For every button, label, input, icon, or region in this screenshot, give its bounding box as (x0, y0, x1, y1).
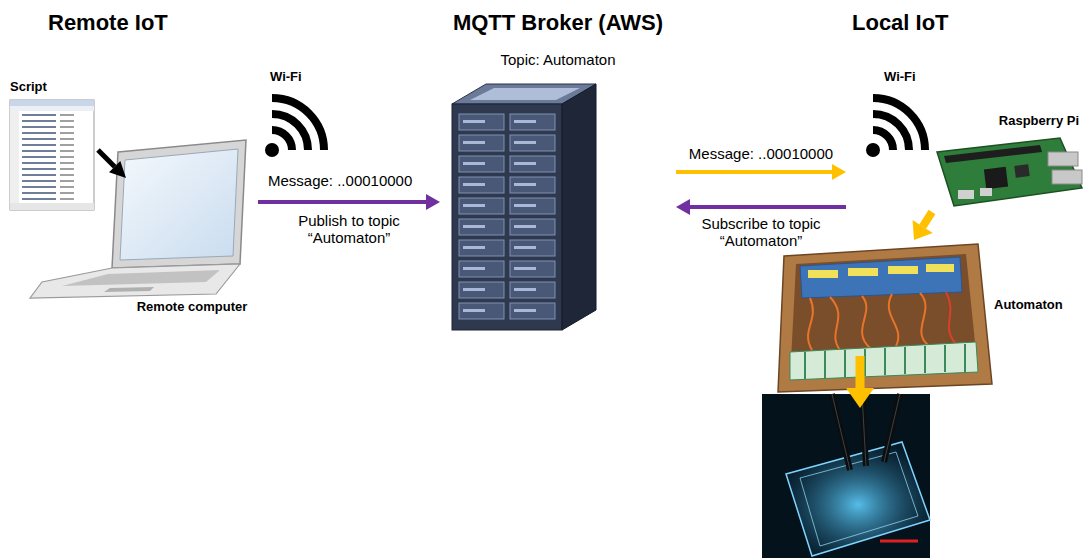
edge-label: Subscribe to topic “Automaton” (676, 215, 846, 250)
wifi-symbol (873, 130, 893, 150)
automaton-illustration (805, 344, 965, 379)
wifi-symbol (866, 143, 880, 157)
microfluidic-chip-photo (762, 394, 930, 558)
node-sublabel: Topic: Automaton (500, 51, 615, 68)
automaton-illustration (848, 268, 878, 276)
node-label: Raspberry Pi (999, 114, 1079, 129)
section-title: Remote IoT (48, 10, 168, 35)
node-label: Script (10, 80, 47, 95)
automaton-illustration (889, 294, 899, 346)
raspberry-pi-board (1052, 170, 1082, 184)
automaton-illustration (888, 266, 918, 274)
server-illustration (452, 104, 562, 330)
node-label: Automaton (994, 298, 1063, 313)
laptop-illustration (104, 287, 154, 292)
message-label: Message: ..00010000 (268, 172, 412, 189)
script-screenshot (22, 114, 92, 200)
automaton-illustration (790, 254, 978, 380)
microfluidic-chip-photo (832, 394, 900, 470)
message-arrow (676, 170, 832, 174)
computer-node: Remote computer (126, 140, 258, 320)
microfluidic-chip-photo (786, 442, 930, 556)
edge-label: Message: ..00010000 (666, 145, 856, 162)
raspberry-pi-node: Raspberry Pi (846, 108, 1083, 212)
section-title: Local IoT (852, 10, 949, 35)
wifi-symbol (265, 98, 324, 157)
wifi-label: Wi-Fi (884, 70, 916, 85)
microfluidic-chip-photo (832, 394, 900, 470)
wifi-symbol (272, 98, 324, 150)
automaton-illustration (808, 270, 838, 278)
control-arrow (923, 212, 932, 227)
microfluidic-chip-photo (762, 394, 930, 558)
yellow-arrow (846, 356, 874, 408)
automaton-illustration (778, 244, 992, 392)
wifi-symbol (265, 143, 279, 157)
script-node: Script (6, 80, 98, 216)
automaton-illustration (862, 296, 870, 348)
laptop-illustration (112, 140, 246, 268)
wifi-symbol (873, 98, 925, 150)
raspberry-pi-board (984, 167, 1008, 190)
laptop-illustration (62, 270, 220, 286)
server-illustration (562, 84, 596, 330)
raspberry-pi-board (1048, 152, 1078, 166)
wifi-label: Wi-Fi (270, 70, 302, 85)
automaton-node: Automaton (776, 240, 1076, 392)
wifi-symbol (272, 130, 292, 150)
script-screenshot (10, 100, 94, 210)
server-illustration (452, 112, 562, 322)
script-arrow (98, 150, 115, 167)
automaton-illustration (808, 298, 813, 350)
automaton-illustration (800, 257, 962, 298)
script-screenshot (10, 111, 19, 203)
laptop-illustration (30, 140, 246, 298)
automaton-illustration (790, 342, 978, 380)
automaton-illustration (778, 244, 992, 392)
automaton-illustration (920, 293, 928, 345)
automaton-illustration (830, 297, 840, 350)
publish-arrow (258, 200, 426, 204)
script-screenshot (10, 106, 94, 111)
script-screenshot (10, 203, 94, 210)
microfluidic-chip-photo (800, 452, 918, 546)
microfluidic-chip-photo (880, 540, 918, 543)
laptop-illustration (30, 264, 240, 298)
node-label: Remote computer (137, 300, 248, 315)
raspberry-pi-board (944, 145, 1042, 163)
automaton-illustration (946, 292, 956, 344)
raspberry-pi-board (1014, 164, 1029, 178)
script-screenshot (10, 100, 94, 106)
yellow-arrow (856, 356, 865, 390)
yellow-arrow (846, 388, 874, 408)
wifi-symbol (272, 114, 308, 150)
raspberry-pi-board (937, 138, 1082, 206)
automaton-illustration (926, 264, 954, 272)
raspberry-pi-board (958, 190, 974, 199)
server-illustration (470, 88, 580, 100)
script-screenshot (10, 100, 94, 210)
subscribe-arrow (690, 205, 846, 209)
broker-node: MQTT Broker (AWS) Topic: Automaton (440, 6, 676, 336)
laptop-illustration (120, 149, 238, 260)
raspberry-pi-board (980, 188, 992, 196)
server-illustration (452, 84, 596, 330)
edge-label: Publish to topic “Automaton” (274, 212, 424, 247)
node-label: MQTT Broker (AWS) (453, 10, 663, 35)
raspberry-pi-board (937, 138, 1082, 206)
wifi-symbol (873, 114, 909, 150)
wifi-symbol (866, 98, 925, 157)
